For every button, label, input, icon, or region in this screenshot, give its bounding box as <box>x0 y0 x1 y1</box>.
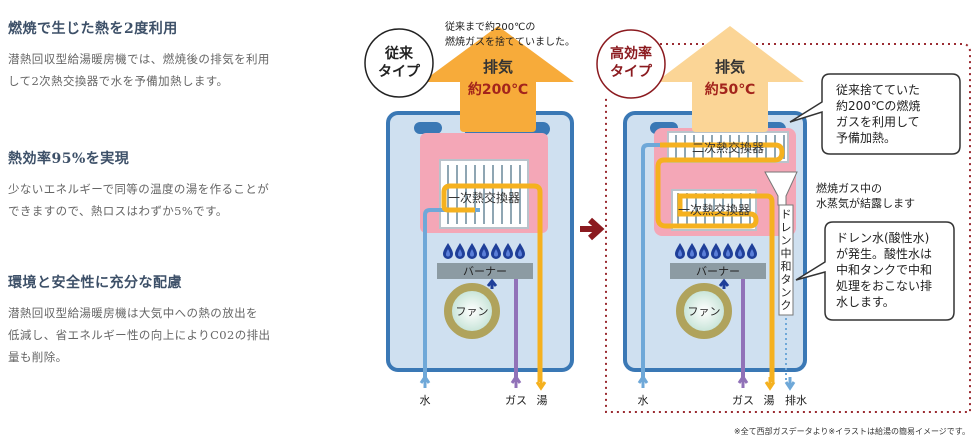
callout-line: ガスを利用して <box>836 115 920 129</box>
gas-in-arrow-icon <box>737 374 749 388</box>
gas-in-arrow-icon <box>510 374 522 388</box>
burner <box>670 263 766 279</box>
fan <box>444 283 500 339</box>
top-note-line: 従来まで約200℃の <box>445 20 535 33</box>
badge-text: 高効率 <box>610 45 652 62</box>
feature-title: 熱効率95%を実現 <box>8 151 130 167</box>
condense-note-line: 燃焼ガス中の <box>816 181 882 195</box>
footnote: ※全て西部ガスデータより※イラストは給湯の簡易イメージです。 <box>733 427 970 436</box>
exhaust-label: 排気 <box>483 58 513 76</box>
condense-note-line: 水蒸気が結露します <box>816 196 915 210</box>
callout-line: 従来捨てていた <box>836 82 920 97</box>
exhaust-temp: 約200℃ <box>468 81 528 98</box>
hot-label: 湯 <box>537 394 548 407</box>
exhaust-label: 排気 <box>715 58 745 76</box>
primary-hx-label: 一次熱交換器 <box>678 202 750 217</box>
fan <box>676 283 732 339</box>
callout-line: 予備加熱。 <box>836 130 896 145</box>
efficient-badge <box>596 29 666 99</box>
burner-label: バーナー <box>463 265 507 278</box>
feature-environment: 環境と安全性に充分な配慮 潜熱回収型給湯暖房機は大気中への熱の放出を低減し、省エ… <box>8 272 338 368</box>
callout-line: 水します。 <box>836 295 895 309</box>
water-in-arrow-icon <box>637 374 649 388</box>
feature-title: 燃焼で生じた熱を2度利用 <box>8 21 178 37</box>
feature-text: 少ないエネルギーで同等の温度の湯を作ることができますので、熱ロスはわずか5%です… <box>8 182 270 218</box>
drain-label: 排水 <box>785 393 807 407</box>
exhaust-arrow <box>656 26 804 132</box>
fan-label: ファン <box>688 305 721 318</box>
badge-text: タイプ <box>610 64 653 80</box>
gas-label: ガス <box>505 394 527 407</box>
callout-line: 中和タンクで中和 <box>836 262 932 277</box>
water-label: 水 <box>420 394 431 407</box>
exhaust-temp: 約50℃ <box>705 81 755 98</box>
exhaust-arrow <box>422 26 574 132</box>
water-label: 水 <box>638 394 649 407</box>
badge-text: 従来 <box>384 45 414 62</box>
hot-out-arrow-icon <box>764 377 776 391</box>
feature-efficiency: 熱効率95%を実現 少ないエネルギーで同等の温度の湯を作ることができますので、熱… <box>8 148 338 222</box>
efficient-unit: 二次熱交換器 一次熱交換器 ドレン中和タンク バーナー ファン 水 ガス 湯 排… <box>596 26 971 413</box>
primary-hx-label: 一次熱交換器 <box>448 190 520 205</box>
conventional-badge <box>364 28 434 98</box>
hot-out-arrow-icon <box>535 377 547 391</box>
badge-text: タイプ <box>378 64 421 80</box>
air-arrow-icon <box>718 278 730 289</box>
callout-line: ドレン水(酸性水) <box>836 230 929 245</box>
gas-label: ガス <box>732 394 754 407</box>
hot-water-pipe <box>655 142 785 382</box>
vent-small <box>414 122 442 134</box>
callout-line: が発生。酸性水は <box>836 246 932 261</box>
water-pipe <box>641 143 700 382</box>
secondary-hx-label: 二次熱交換器 <box>692 140 764 155</box>
water-in-arrow-icon <box>419 374 431 388</box>
fins <box>447 165 521 224</box>
callout-preheat <box>789 73 961 155</box>
fan-label: ファン <box>456 305 489 318</box>
hot-label: 湯 <box>764 394 775 407</box>
burner-label: バーナー <box>696 265 740 278</box>
feature-double-heat: 燃焼で生じた熱を2度利用 潜熱回収型給湯暖房機では、燃焼後の排気を利用して2次熱… <box>8 18 338 92</box>
callout-line: 約200℃の燃焼 <box>836 98 920 113</box>
burner <box>437 263 533 279</box>
feature-text: 潜熱回収型給湯暖房機では、燃焼後の排気を利用して2次熱交換器で水を予備加熱します… <box>8 52 270 88</box>
callout-drain <box>795 221 955 321</box>
air-arrow-icon <box>486 278 498 289</box>
water-pipe <box>423 208 480 382</box>
transition-arrow-icon <box>580 217 605 241</box>
feature-text: 潜熱回収型給湯暖房機は大気中への熱の放出を低減し、省エネルギー性の向上によりC0… <box>8 306 271 364</box>
tank-label: ドレン中和タンク <box>781 208 792 312</box>
neutralization-tank <box>778 204 794 316</box>
hot-water-pipe <box>441 183 543 382</box>
drain-out-arrow-icon <box>784 377 796 391</box>
callout-line: 処理をおこない排 <box>836 279 932 293</box>
conventional-unit: 一次熱交換器 バーナー ファン 水 ガス 湯 排気 約200℃ 従来まで約200… <box>364 20 575 407</box>
feature-title: 環境と安全性に充分な配慮 <box>8 275 182 291</box>
top-note-line: 燃焼ガスを捨てていました。 <box>445 35 575 48</box>
